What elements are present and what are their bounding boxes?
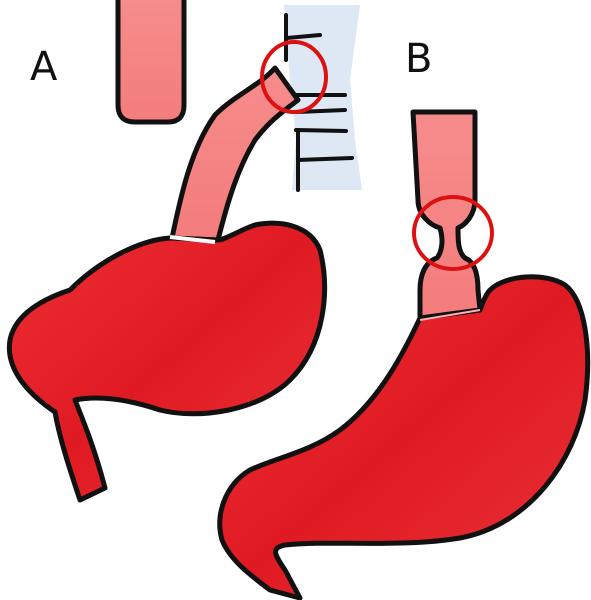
stomach-b bbox=[217, 274, 591, 600]
panel-b-label: B bbox=[405, 36, 432, 82]
esophagus-displaced-a bbox=[169, 65, 301, 243]
panel-a-label: A bbox=[30, 44, 58, 90]
stomach-a bbox=[6, 220, 328, 503]
panel-a: A bbox=[6, 0, 362, 503]
esophagus-upper-a bbox=[115, 0, 187, 125]
highlight-circle-icon bbox=[260, 40, 328, 114]
esophagus-b bbox=[410, 109, 483, 323]
spine-rungs bbox=[284, 13, 354, 192]
highlight-circle-icon bbox=[412, 195, 494, 271]
panel-b: B bbox=[217, 36, 591, 600]
junction-line-b bbox=[419, 309, 481, 321]
spine-column bbox=[284, 5, 362, 190]
junction-line-a bbox=[169, 235, 216, 244]
